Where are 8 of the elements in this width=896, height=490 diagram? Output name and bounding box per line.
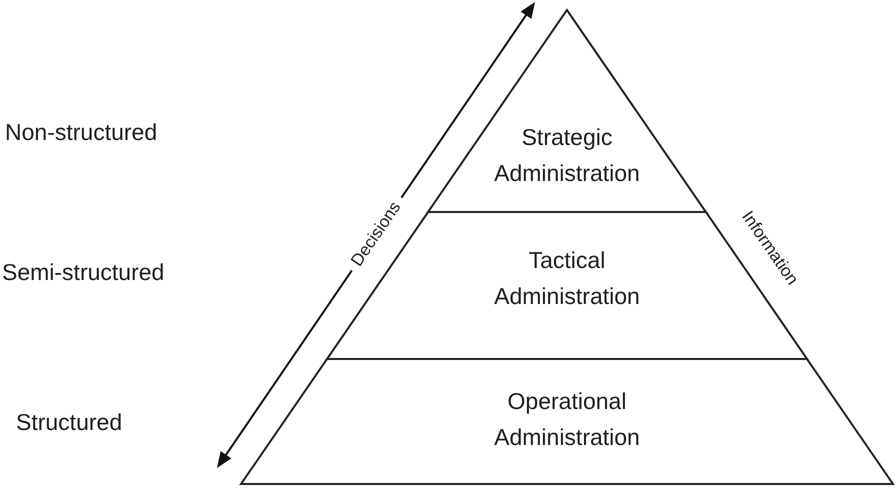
tier-label: Strategic Administration	[493, 123, 641, 188]
pyramid-tier	[428, 10, 706, 212]
structure-level-label: Semi-structured	[2, 258, 164, 286]
tier-label: Operational Administration	[493, 387, 641, 452]
structure-level-label: Non-structured	[5, 118, 158, 146]
tier-label: Tactical Administration	[493, 246, 641, 311]
pyramid-tier	[241, 359, 893, 484]
structure-level-label: Structured	[16, 408, 122, 436]
